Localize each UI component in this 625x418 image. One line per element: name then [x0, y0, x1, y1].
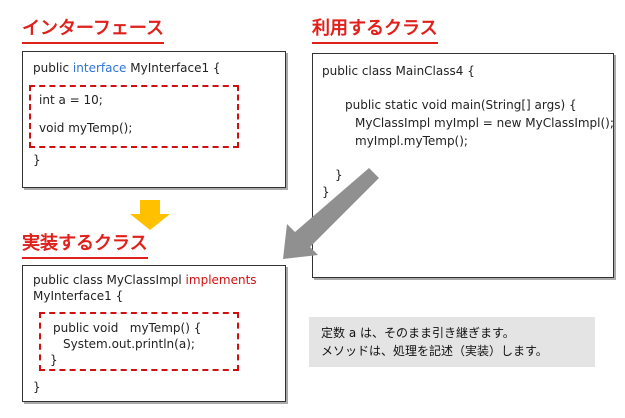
impl-method-highlight — [39, 312, 239, 371]
heading-use-class: 利用するクラス — [312, 17, 438, 44]
keyword-implements: implements — [185, 273, 257, 287]
main-line-2: public static void main(String[] args) { — [345, 98, 577, 112]
main-line-3: MyClassImpl myImpl = new MyClassImpl(); — [355, 116, 614, 130]
interface-close-brace: } — [33, 153, 41, 167]
note-line-2: メソッドは、処理を記述（実装）します。 — [321, 344, 548, 358]
interface-code-box: public interface MyInterface1 { int a = … — [22, 51, 286, 188]
impl-line-2: MyInterface1 { — [33, 289, 124, 303]
diagonal-arrow-icon — [283, 168, 379, 259]
main-line-4: myImpl.myTemp(); — [355, 134, 468, 148]
interface-field: int a = 10; — [39, 93, 103, 107]
impl-method-body: System.out.println(a); — [63, 337, 195, 351]
main-line-6: } — [322, 185, 330, 199]
impl-class-code-box: public class MyClassImpl implements MyIn… — [22, 265, 286, 402]
interface-line-1: public interface MyInterface1 { — [33, 61, 221, 75]
impl-line-1: public class MyClassImpl implements — [33, 273, 257, 287]
explanation-note: 定数 a は、そのまま引き継ぎます。 メソッドは、処理を記述（実装）します。 — [309, 317, 595, 367]
keyword-interface: interface — [72, 61, 127, 75]
interface-members-highlight — [29, 85, 239, 148]
impl-method-signature: public void myTemp() { — [53, 321, 202, 335]
main-line-1: public class MainClass4 { — [322, 64, 475, 78]
main-line-5: } — [335, 168, 343, 182]
impl-class-close-brace: } — [33, 380, 41, 394]
interface-method: void myTemp(); — [39, 121, 133, 135]
heading-impl-class: 実装するクラス — [22, 232, 148, 259]
impl-method-close-brace: } — [50, 353, 58, 367]
down-arrow-icon — [130, 200, 170, 230]
main-class-code-box: public class MainClass4 { public static … — [312, 53, 614, 278]
note-line-1: 定数 a は、そのまま引き継ぎます。 — [321, 326, 515, 340]
heading-interface: インターフェース — [22, 17, 165, 44]
